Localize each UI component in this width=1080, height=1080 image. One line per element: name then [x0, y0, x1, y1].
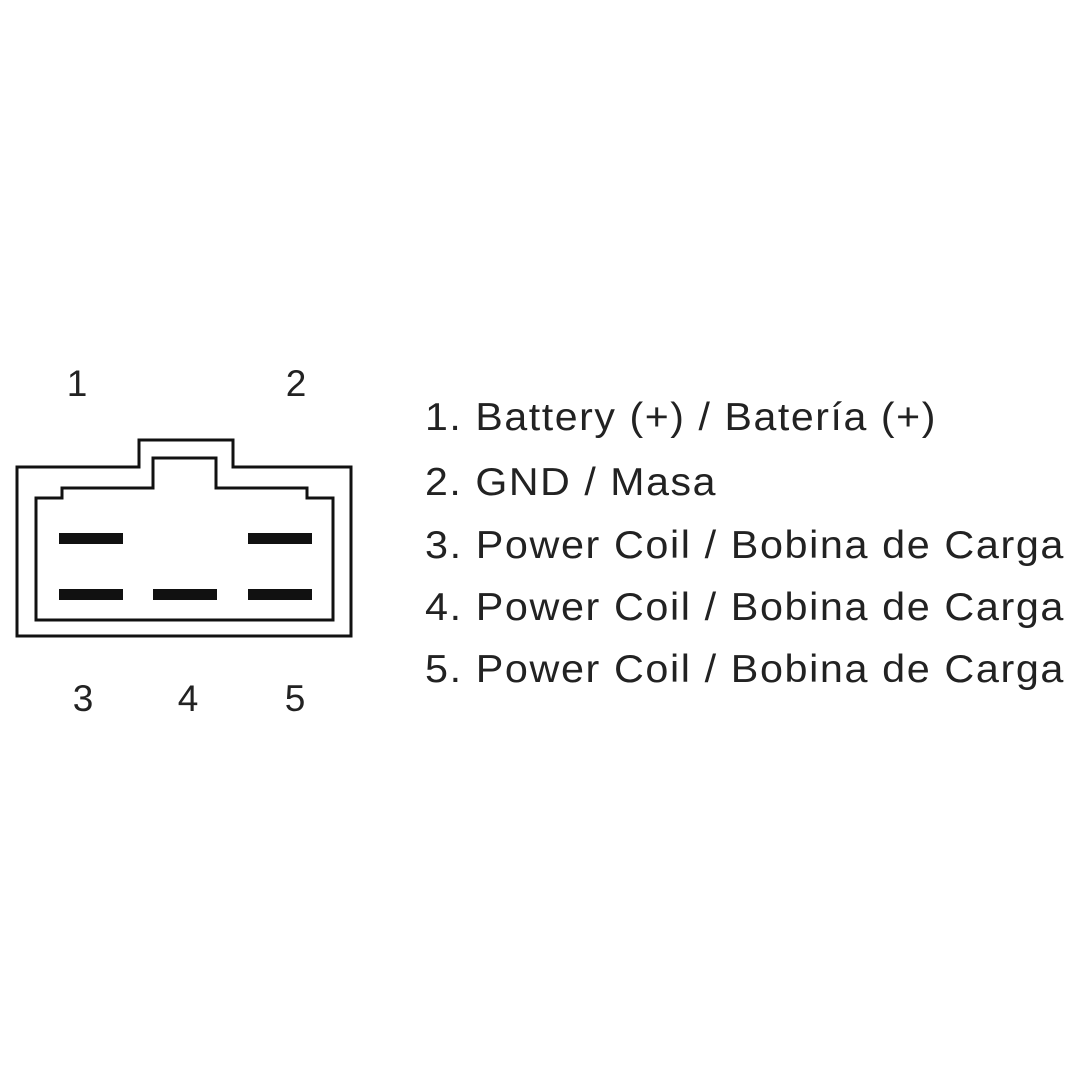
terminal-pin-2	[248, 533, 312, 544]
connector-housing-outer	[15, 438, 353, 638]
terminal-pin-1	[59, 533, 123, 544]
terminal-pin-4	[153, 589, 217, 600]
legend-line-5: 5. Power Coil / Bobina de Carga	[425, 648, 1065, 691]
terminal-pin-3	[59, 589, 123, 600]
legend-line-3: 3. Power Coil / Bobina de Carga	[425, 524, 1065, 567]
pin-number-1: 1	[67, 363, 88, 404]
terminal-pin-5	[248, 589, 312, 600]
pin-number-3: 3	[73, 678, 94, 719]
legend-line-4: 4. Power Coil / Bobina de Carga	[425, 586, 1065, 629]
legend-line-2: 2. GND / Masa	[425, 461, 717, 504]
pin-number-5: 5	[285, 678, 306, 719]
pin-number-4: 4	[178, 678, 199, 719]
pin-number-2: 2	[286, 363, 307, 404]
legend-line-1: 1. Battery (+) / Batería (+)	[425, 396, 937, 439]
connector-housing-inner	[34, 456, 335, 622]
